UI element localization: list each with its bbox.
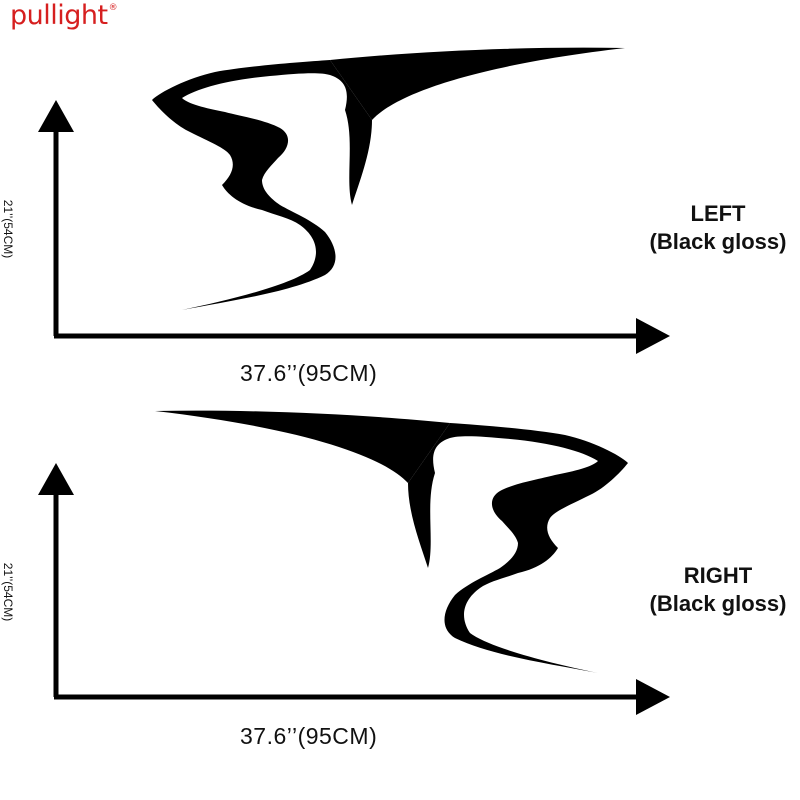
side-label: LEFT: [690, 201, 746, 226]
brand-logo: pullight®: [10, 0, 118, 31]
decal-panel-left: 37.6’’(95CM) 21’’(54CM) LEFT (Black glos…: [1, 47, 800, 386]
lion-graphic: [152, 47, 625, 310]
finish-label: (Black gloss): [649, 229, 787, 254]
lion-head-shape: [408, 423, 628, 673]
decal-diagram-right: [38, 410, 670, 715]
decal-panel-right: 37.6’’(95CM) 21’’(54CM) RIGHT (Black glo…: [0, 363, 800, 763]
dimension-axes: [38, 463, 670, 715]
decal-caption-left: LEFT (Black gloss): [618, 200, 800, 256]
lion-mane-swoosh: [330, 47, 625, 121]
lion-mane-swoosh: [155, 410, 450, 483]
lion-eye: [215, 85, 255, 95]
height-dimension-label: 21’’(54CM): [1, 199, 15, 259]
height-dimension-label: 21’’(54CM): [1, 562, 15, 622]
width-dimension-label: 37.6’’(95CM): [240, 360, 378, 386]
arrow-up-icon: [38, 100, 74, 132]
finish-label: (Black gloss): [649, 591, 787, 616]
arrow-right-icon: [636, 679, 670, 715]
decal-caption-right: RIGHT (Black gloss): [618, 562, 800, 618]
lion-cheek: [285, 94, 322, 112]
decal-diagram-left: [38, 47, 670, 354]
lion-cheek: [458, 457, 495, 475]
lion-eye: [525, 448, 565, 458]
registered-mark: ®: [108, 3, 118, 13]
brand-name: pullight: [10, 0, 108, 31]
lion-head-shape: [152, 60, 372, 310]
dimension-axes: [38, 100, 670, 354]
side-label: RIGHT: [683, 563, 753, 588]
lion-graphic: [155, 410, 628, 673]
arrow-right-icon: [636, 318, 670, 354]
width-dimension-label: 37.6’’(95CM): [240, 723, 378, 749]
arrow-up-icon: [38, 463, 74, 495]
